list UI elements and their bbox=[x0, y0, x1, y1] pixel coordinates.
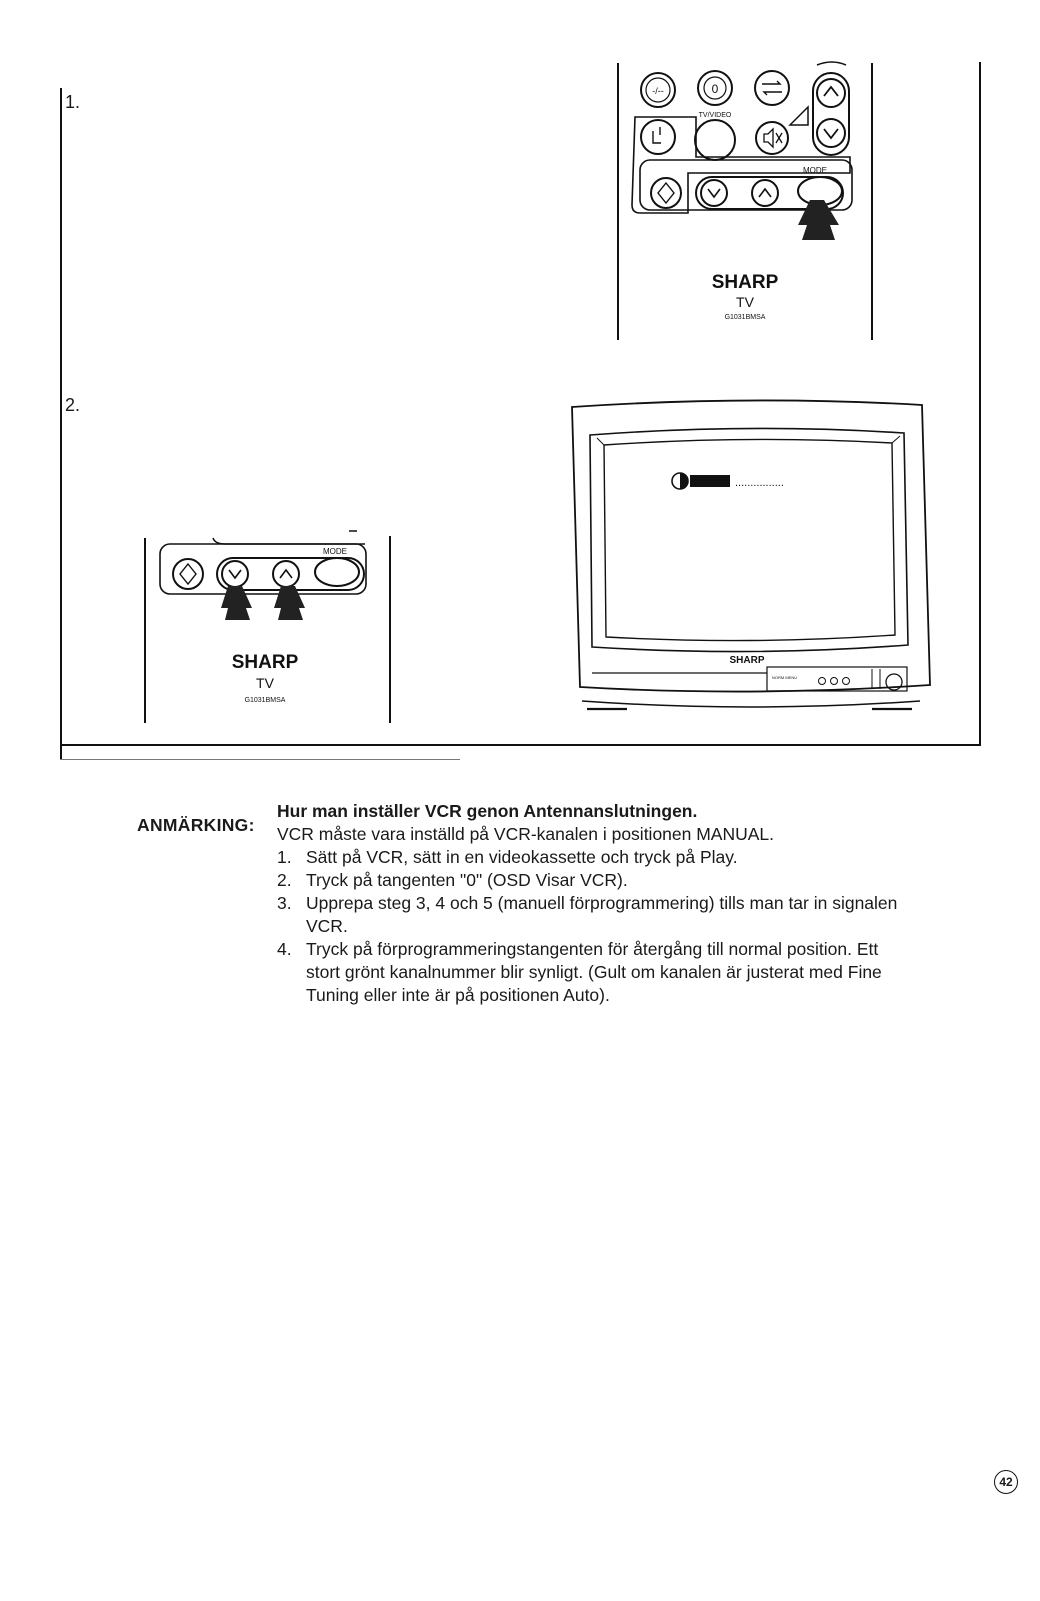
note-step: 4. Tryck på förprogrammeringstangenten f… bbox=[277, 938, 917, 1007]
down-button-icon bbox=[700, 179, 728, 207]
note-step-text: Upprepa steg 3, 4 och 5 (manuell förprog… bbox=[306, 893, 898, 936]
up-button-icon bbox=[272, 560, 300, 588]
note-step-number: 4. bbox=[277, 939, 292, 959]
note-title: Hur man inställer VCR genon Antennanslut… bbox=[277, 801, 698, 821]
remote-top-brand: SHARP bbox=[712, 272, 779, 293]
figure-frame-left bbox=[60, 88, 62, 760]
tv-panel-text: NORM MENU bbox=[772, 675, 797, 680]
press-arrow-up-icon bbox=[274, 586, 305, 620]
remote-top-model-line: TV bbox=[736, 294, 755, 310]
remote-bottom-model-code: G1031BMSA bbox=[245, 697, 286, 704]
clock-button-icon bbox=[640, 119, 676, 155]
tv-cabinet bbox=[571, 399, 931, 693]
tv-video-label: TV/VIDEO bbox=[699, 112, 732, 119]
channel-up-icon bbox=[816, 78, 846, 108]
note-step: 3. Upprepa steg 3, 4 och 5 (manuell förp… bbox=[277, 892, 917, 938]
remote-bottom-brand: SHARP bbox=[232, 652, 299, 673]
remote-control-top-illustration: 0 -/-- TV/VIDEO MODE SHARP TV G1031BMSA bbox=[617, 61, 873, 340]
step-number-1: 1. bbox=[65, 92, 81, 112]
note-step-text: Tryck på förprogrammeringstangenten för … bbox=[306, 939, 882, 1005]
tv-power-button-icon bbox=[885, 673, 903, 691]
remote-top-arc bbox=[816, 61, 847, 66]
figure-frame-bottom bbox=[60, 744, 981, 746]
mute-button-icon bbox=[755, 121, 789, 155]
press-arrow-mode-icon bbox=[798, 200, 839, 240]
step-number-2: 2. bbox=[65, 395, 81, 415]
mode-label: MODE bbox=[803, 166, 827, 175]
note-body: Hur man inställer VCR genon Antennanslut… bbox=[277, 800, 917, 1007]
note-label: ANMÄRKING: bbox=[137, 815, 255, 835]
remote-bottom-panel bbox=[159, 543, 367, 595]
press-arrow-down-icon bbox=[221, 586, 252, 620]
note-step-number: 1. bbox=[277, 847, 292, 867]
tv-control-panel bbox=[766, 666, 908, 692]
tv-brand: SHARP bbox=[729, 655, 764, 666]
osd-dots: ................ bbox=[735, 477, 784, 489]
note-steps-list: 1. Sätt på VCR, sätt in en videokassette… bbox=[277, 846, 917, 1007]
channel-down-icon bbox=[816, 118, 846, 148]
dash-button-icon bbox=[640, 72, 676, 108]
function-rocker bbox=[695, 176, 844, 210]
note-step-text: Tryck på tangenten "0" (OSD Visar VCR). bbox=[306, 870, 628, 890]
mode-label: MODE bbox=[323, 547, 347, 556]
osd-level-bar bbox=[690, 475, 730, 487]
note-step: 1. Sätt på VCR, sätt in en videokassette… bbox=[277, 846, 917, 869]
zero-button-icon bbox=[697, 70, 733, 106]
swap-button-icon bbox=[754, 70, 790, 106]
note-step: 2. Tryck på tangenten "0" (OSD Visar VCR… bbox=[277, 869, 917, 892]
volume-triangle-icon bbox=[788, 105, 809, 126]
remote-top-panel-outline bbox=[631, 116, 851, 214]
mode-button-icon bbox=[314, 557, 360, 587]
page-number: 42 bbox=[994, 1470, 1018, 1494]
figure-frame-bottom-inner bbox=[60, 759, 460, 760]
up-button-icon bbox=[751, 179, 779, 207]
note-intro: VCR måste vara inställd på VCR-kanalen i… bbox=[277, 824, 775, 844]
television-illustration: ................ SHARP NORM MENU bbox=[571, 399, 931, 711]
down-button-icon bbox=[221, 560, 249, 588]
menu-button-icon bbox=[650, 177, 682, 209]
note-step-text: Sätt på VCR, sätt in en videokassette oc… bbox=[306, 847, 738, 867]
channel-rocker bbox=[812, 72, 850, 156]
remote-control-bottom-illustration: MODE SHARP TV G1031BMSA bbox=[144, 530, 391, 723]
remote-top-model-code: G1031BMSA bbox=[725, 314, 766, 321]
remote-bottom-model-line: TV bbox=[256, 675, 275, 691]
zero-button-label: 0 bbox=[712, 82, 719, 96]
tv-video-button-icon bbox=[694, 119, 736, 161]
note-step-number: 2. bbox=[277, 870, 292, 890]
tv-screen-bezel bbox=[589, 427, 909, 653]
dash-button-label: -/-- bbox=[652, 86, 664, 96]
figure-frame-right bbox=[979, 62, 981, 746]
menu-button-icon bbox=[172, 558, 204, 590]
tv-screen bbox=[603, 438, 896, 642]
note-step-number: 3. bbox=[277, 893, 292, 913]
